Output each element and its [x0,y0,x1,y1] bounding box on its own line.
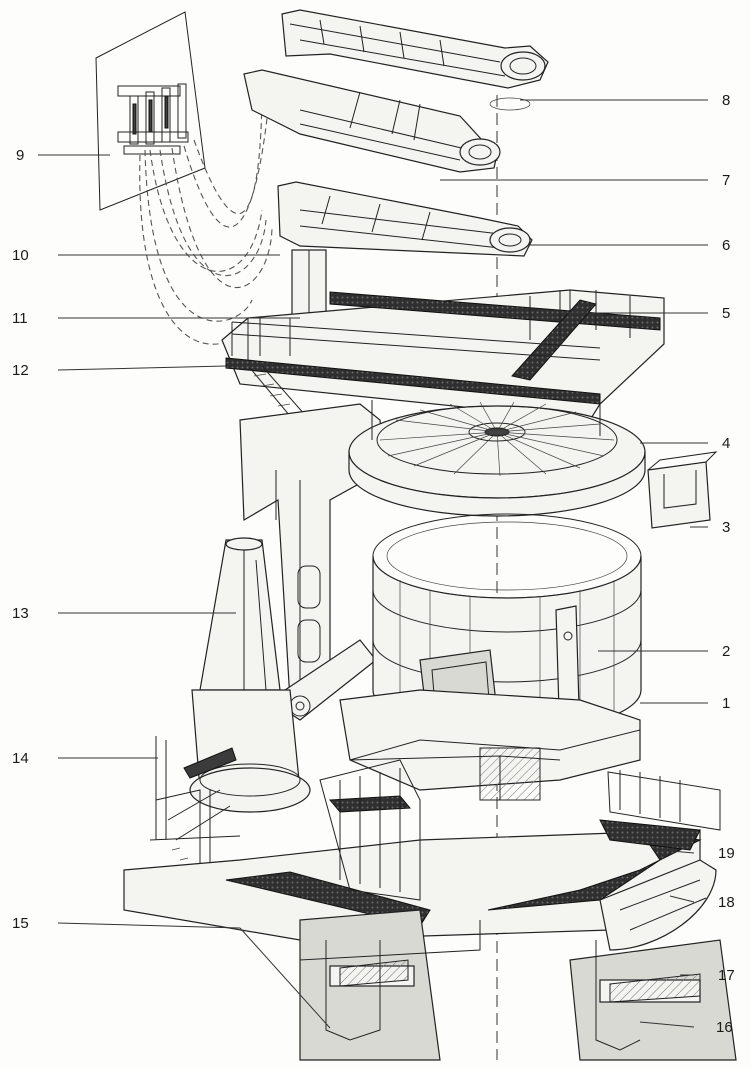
callout-16: 16 [716,1019,733,1036]
callout-1: 1 [722,695,730,712]
working-platform [123,755,721,941]
callout-10: 10 [12,247,29,264]
flexible-cables [139,95,273,345]
callout-15: 15 [12,915,29,932]
lower-vessel-tilting-frame [339,689,641,801]
foundation-supports [299,909,737,1061]
callout-8: 8 [722,92,730,109]
electrode-arm-top [281,9,549,89]
operator-platform [149,736,241,880]
callout-4: 4 [722,435,730,452]
callout-2: 2 [722,643,730,660]
tapping-spout-bracket [647,451,718,529]
callout-13: 13 [12,605,29,622]
callout-12: 12 [12,362,29,379]
transformer-connection-panel [95,11,206,211]
tapping-ladle-cradle [599,859,717,951]
callout-19: 19 [718,845,735,862]
callout-3: 3 [722,519,730,536]
callout-9: 9 [16,147,24,164]
callout-18: 18 [718,894,735,911]
callout-17: 17 [718,967,735,984]
callout-14: 14 [12,750,29,767]
callout-5: 5 [722,305,730,322]
gantry-support-column [239,403,385,721]
electrode-arm-lower [277,181,533,257]
callout-7: 7 [722,172,730,189]
callout-leaders [38,99,708,1029]
callout-6: 6 [722,237,730,254]
roof-swing-column [183,537,311,813]
callout-labels: 1 2 3 4 5 6 7 8 9 10 11 12 13 14 15 16 1… [12,92,735,1036]
electrode-arm-middle [243,69,531,173]
roof-lift-gantry [221,289,665,421]
furnace-roof [348,400,646,517]
callout-11: 11 [12,310,28,327]
